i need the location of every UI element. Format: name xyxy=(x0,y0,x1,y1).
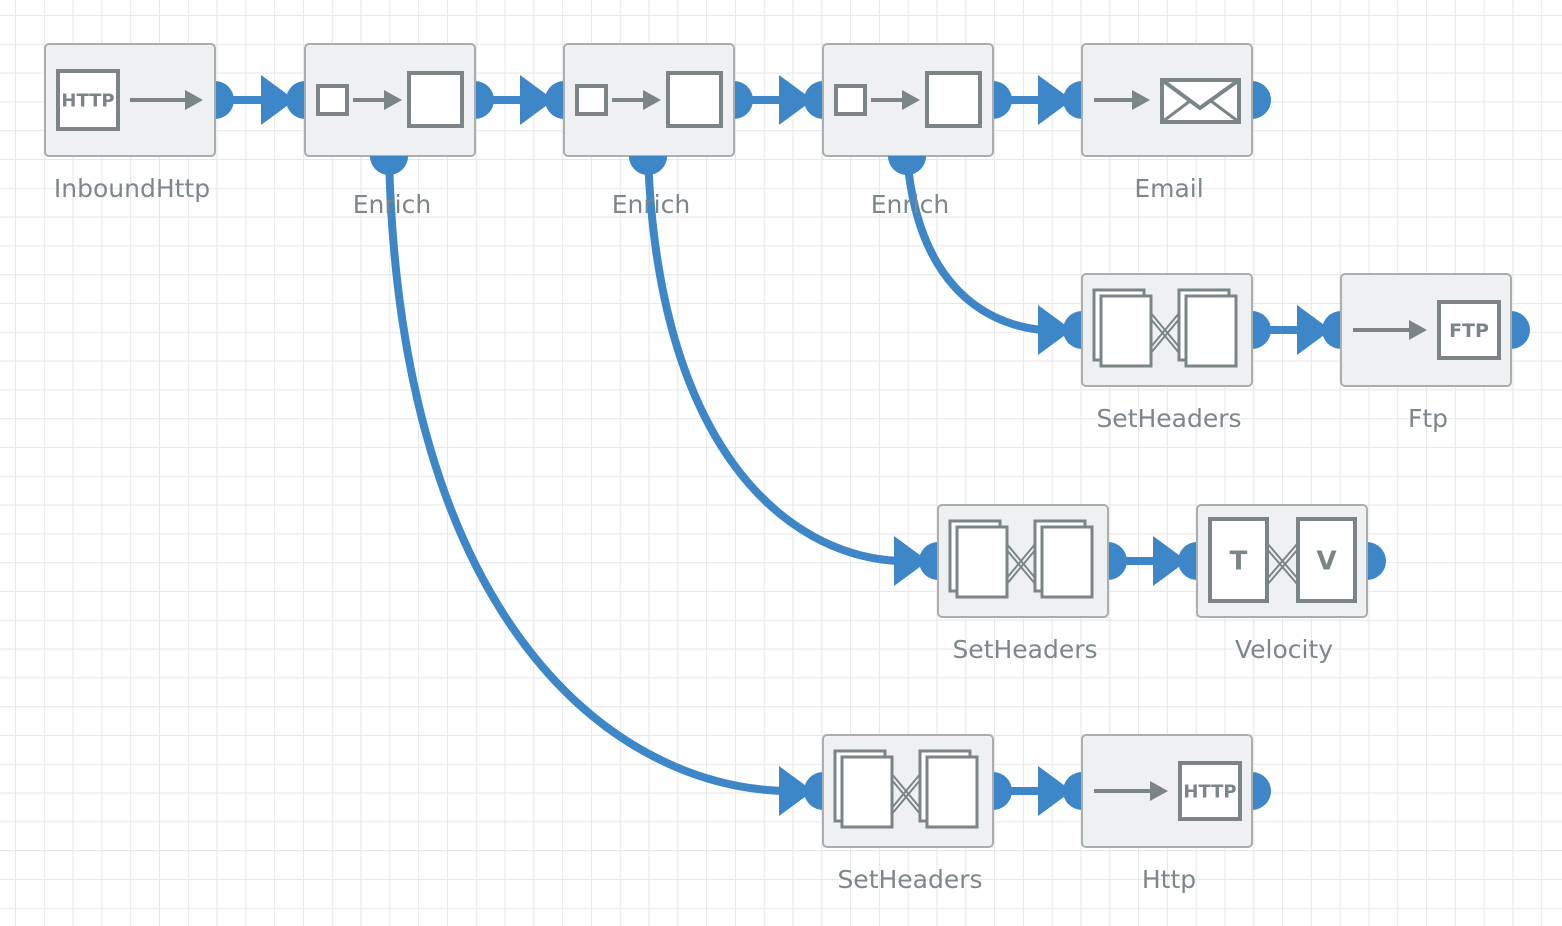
node-enrich[interactable]: Enrich xyxy=(545,43,753,219)
http-badge-icon: HTTP xyxy=(1178,761,1242,821)
connector-arrowhead xyxy=(1038,766,1072,816)
connector-arrowhead xyxy=(1038,75,1072,125)
velocity-v-icon: V xyxy=(1296,517,1357,603)
node-label: Email xyxy=(1134,174,1203,203)
enrich-icon xyxy=(575,71,723,128)
arrow-right-icon xyxy=(1094,781,1168,801)
node-setheaders[interactable]: SetHeaders xyxy=(1063,273,1271,433)
svg-text:V: V xyxy=(1316,546,1336,576)
node-enrich[interactable]: Enrich xyxy=(286,43,494,219)
connector-arrowhead xyxy=(1038,305,1072,355)
node-label: SetHeaders xyxy=(1096,404,1241,433)
branch-connector[interactable] xyxy=(903,152,1082,355)
svg-text:HTTP: HTTP xyxy=(1183,781,1236,802)
node-label: SetHeaders xyxy=(837,865,982,894)
node-label: SetHeaders xyxy=(952,635,1097,664)
node-label: Ftp xyxy=(1408,404,1448,433)
enrich-icon xyxy=(834,71,982,128)
node-label: Enrich xyxy=(871,190,949,219)
branch-port-cap xyxy=(629,156,667,175)
headers-icon xyxy=(948,519,1094,599)
node-http[interactable]: HTTP Http xyxy=(1063,734,1271,894)
branch-connector[interactable] xyxy=(385,152,823,816)
connector-arrowhead xyxy=(1153,536,1187,586)
node-setheaders[interactable]: SetHeaders xyxy=(804,734,1012,894)
node-label: InboundHttp xyxy=(54,174,210,203)
connector-arrowhead xyxy=(1297,305,1331,355)
template-t-icon: T xyxy=(1208,517,1269,603)
arrow-right-icon xyxy=(1353,320,1427,340)
svg-text:T: T xyxy=(1230,546,1248,576)
headers-icon xyxy=(833,749,979,829)
node-label: Velocity xyxy=(1235,635,1333,664)
ftp-badge-icon: FTP xyxy=(1437,300,1501,360)
connector-arrowhead xyxy=(894,536,928,586)
enrich-icon xyxy=(316,71,464,128)
node-email[interactable]: Email xyxy=(1063,43,1271,203)
node-enrich[interactable]: Enrich xyxy=(804,43,1012,219)
branch-port-cap xyxy=(370,156,408,175)
branch-connector[interactable] xyxy=(644,152,938,586)
node-ftp[interactable]: FTP Ftp xyxy=(1322,273,1530,433)
http-badge-icon: HTTP xyxy=(56,69,120,131)
node-label: Enrich xyxy=(612,190,690,219)
headers-icon xyxy=(1092,288,1238,368)
arrow-right-icon xyxy=(1094,90,1150,110)
connector-arrowhead xyxy=(520,75,554,125)
node-inboundhttp[interactable]: HTTP InboundHttp xyxy=(44,43,234,203)
connector-arrowhead xyxy=(261,75,295,125)
svg-text:HTTP: HTTP xyxy=(61,90,114,111)
node-label: Http xyxy=(1142,865,1196,894)
branch-port-cap xyxy=(888,156,926,175)
node-setheaders[interactable]: SetHeaders xyxy=(919,504,1127,664)
arrow-right-icon xyxy=(130,90,203,110)
svg-text:FTP: FTP xyxy=(1449,320,1489,342)
node-label: Enrich xyxy=(353,190,431,219)
connector-arrowhead xyxy=(779,75,813,125)
connector-arrowhead xyxy=(779,766,813,816)
envelope-icon xyxy=(1160,78,1241,124)
